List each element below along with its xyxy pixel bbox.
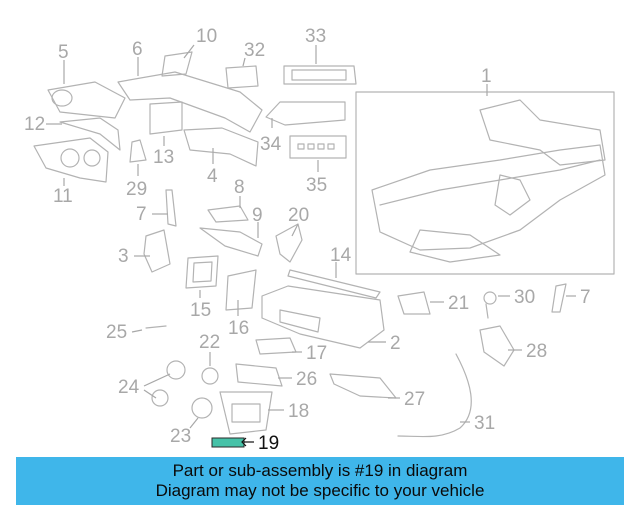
part-13-drawing xyxy=(149,101,183,135)
callout-3: 3 xyxy=(118,246,129,267)
banner-line-2: Diagram may not be specific to your vehi… xyxy=(155,481,485,500)
callout-20: 20 xyxy=(288,205,309,226)
callout-4: 4 xyxy=(207,166,218,187)
part-32-drawing xyxy=(225,65,259,89)
part-24-drawing xyxy=(151,360,186,407)
part-20-drawing xyxy=(275,223,303,263)
part-28-drawing xyxy=(479,325,515,367)
part-31-drawing xyxy=(397,353,472,438)
callout-10: 10 xyxy=(196,26,217,47)
part-9-drawing xyxy=(199,227,263,257)
callout-34: 34 xyxy=(260,134,282,155)
callout-19: 19 xyxy=(258,433,279,454)
part-27-drawing xyxy=(329,373,397,399)
part-33-drawing xyxy=(283,65,357,85)
callout-21: 21 xyxy=(448,293,469,314)
callout-9: 9 xyxy=(252,205,263,226)
part-26-drawing xyxy=(235,363,283,387)
part-12-drawing xyxy=(59,117,121,151)
part-25-drawing xyxy=(145,325,167,329)
callout-28: 28 xyxy=(526,341,547,362)
part-8-drawing xyxy=(207,205,249,223)
callout-35: 35 xyxy=(306,175,327,196)
callout-2: 2 xyxy=(390,333,401,354)
part-23-drawing xyxy=(191,397,213,419)
part-11-drawing xyxy=(33,137,109,183)
callout-27: 27 xyxy=(404,389,425,410)
part-1-frame xyxy=(355,91,615,275)
callout-15: 15 xyxy=(190,300,211,321)
part-7-left-drawing xyxy=(165,189,177,227)
info-banner: Part or sub-assembly is #19 in diagram D… xyxy=(16,457,624,505)
part-30-drawing xyxy=(483,291,497,319)
callout-13: 13 xyxy=(153,147,174,168)
part-7-right-drawing xyxy=(551,283,567,313)
part-2-drawing xyxy=(261,285,385,349)
part-16-drawing xyxy=(225,269,257,311)
banner-line-1: Part or sub-assembly is #19 in diagram xyxy=(172,461,468,480)
callout-18: 18 xyxy=(288,401,309,422)
callout-14: 14 xyxy=(330,245,352,266)
parts-diagram: 1 33 34 35 5 6 10 32 12 11 13 4 29 7 8 9… xyxy=(24,26,615,454)
part-19-highlight[interactable] xyxy=(211,437,245,448)
part-5-drawing xyxy=(47,81,126,119)
callout-29: 29 xyxy=(126,179,147,200)
part-6-drawing xyxy=(117,71,263,133)
part-18-drawing xyxy=(219,391,273,435)
callout-26: 26 xyxy=(296,369,317,390)
callout-30: 30 xyxy=(514,287,535,308)
callout-25: 25 xyxy=(106,322,127,343)
callout-8: 8 xyxy=(234,177,245,198)
callout-24: 24 xyxy=(118,377,140,398)
callout-31: 31 xyxy=(474,413,495,434)
part-34-drawing xyxy=(265,101,346,126)
part-4-drawing xyxy=(183,127,259,167)
callout-22: 22 xyxy=(199,332,220,353)
part-35-drawing xyxy=(289,135,347,159)
part-22-drawing xyxy=(201,367,219,385)
callout-6: 6 xyxy=(132,39,143,60)
part-14-drawing xyxy=(287,269,381,299)
callout-12: 12 xyxy=(24,114,45,135)
callout-7-right: 7 xyxy=(580,287,591,308)
part-17-drawing xyxy=(255,337,297,355)
callout-33: 33 xyxy=(305,26,326,47)
callout-16: 16 xyxy=(228,318,249,339)
callout-7-left: 7 xyxy=(136,204,147,225)
callout-1: 1 xyxy=(481,66,492,87)
part-1-drawing xyxy=(371,99,606,263)
part-29-drawing xyxy=(129,139,147,163)
callout-23: 23 xyxy=(170,426,191,447)
callout-32: 32 xyxy=(244,40,265,61)
part-15-drawing xyxy=(185,255,219,289)
part-21-drawing xyxy=(397,291,431,315)
callout-11: 11 xyxy=(53,186,73,207)
part-3-drawing xyxy=(143,229,171,273)
callout-5: 5 xyxy=(58,42,69,63)
callout-17: 17 xyxy=(306,343,327,364)
part-10-drawing xyxy=(161,51,193,77)
